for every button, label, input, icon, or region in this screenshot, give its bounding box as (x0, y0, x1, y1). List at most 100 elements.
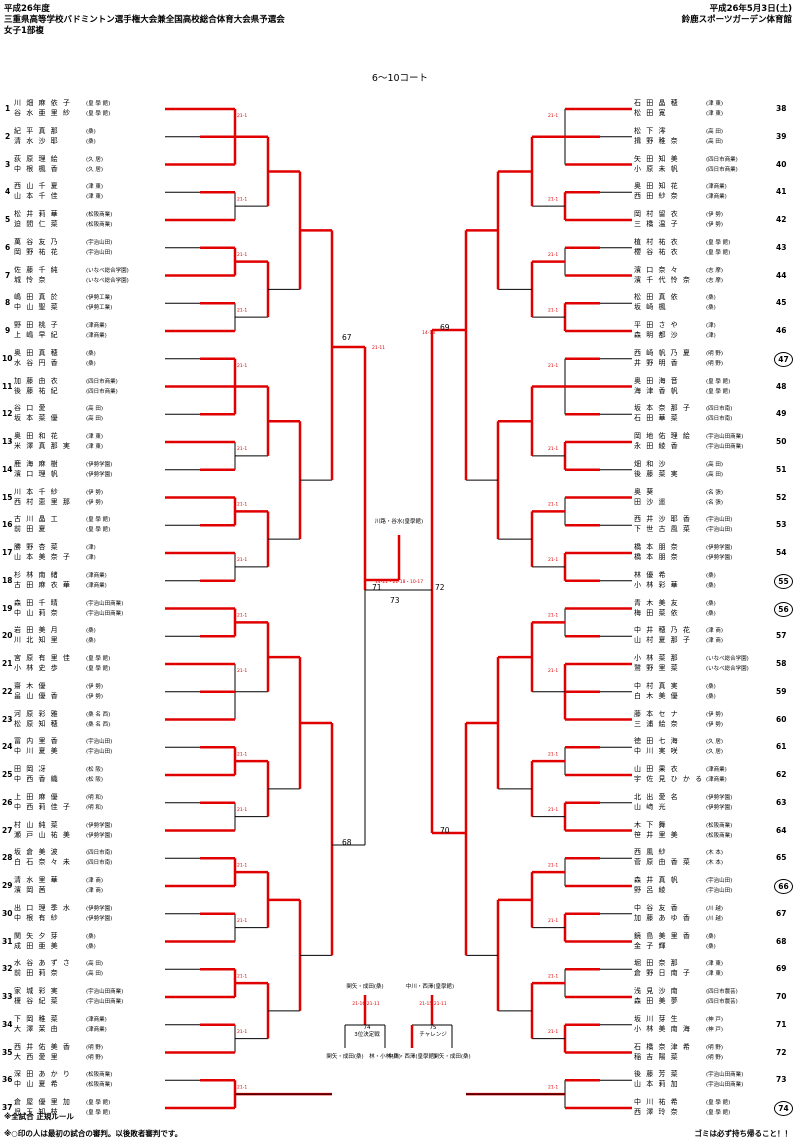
year-label: 平成26年度 (4, 4, 50, 14)
school-name: (桑) (86, 128, 96, 135)
school-name: (高 田) (706, 461, 724, 468)
school-name: (いなべ総合学園) (706, 666, 749, 672)
school-name: (高 田) (706, 471, 724, 478)
challenge-pair: 中川・西澤(皇學館) (406, 982, 454, 990)
player-name: 宮 原 有 里 佳 (14, 654, 72, 662)
player-name: 平 田 さ や (634, 321, 680, 329)
player-name: 西 崎 帆 乃 夏 (634, 348, 692, 357)
match-score: 21-1 (548, 918, 558, 924)
player-name: 杉 林 南 緒 (14, 570, 60, 579)
player-name: 森 田 千 晴 (14, 598, 60, 607)
entry-number: 43 (776, 242, 787, 252)
third-place-bottom-left: 関矢・成田(桑) (326, 1052, 363, 1060)
third-place-pair: 関矢・成田(桑) (346, 982, 383, 990)
player-name: 松 田 寛 (634, 109, 667, 117)
player-name: 倉 野 日 南 子 (634, 969, 692, 978)
entry-number: 48 (776, 381, 787, 391)
match-number: 70 (440, 826, 450, 835)
player-name: 坂 本 奈 那 子 (634, 404, 692, 413)
match-score: 21-1 (548, 196, 558, 202)
player-name: 山 本 千 佳 (14, 192, 60, 201)
match-score: 21-1 (548, 363, 558, 369)
school-name: (津商業) (706, 767, 727, 773)
school-name: (明 野) (706, 1054, 724, 1061)
player-name: 中 川 夏 美 (14, 747, 60, 756)
player-name: 白 木 美 優 (634, 691, 680, 700)
school-name: (皇 學 館) (706, 388, 731, 395)
entry-number: 58 (776, 659, 787, 668)
entry-number: 57 (776, 631, 787, 641)
player-name: 植 村 祐 衣 (634, 237, 680, 246)
player-name: 勝 野 杏 菜 (14, 543, 60, 551)
player-name: 小 林 彩 華 (634, 580, 680, 589)
school-name: (高 田) (706, 128, 724, 135)
player-name: 迫 間 仁 菜 (14, 220, 60, 228)
player-name: 木 下 舞 (634, 820, 667, 829)
player-name: 奥 葵 (634, 487, 655, 496)
school-name: (伊勢工業) (86, 295, 113, 302)
entry-number: 53 (776, 520, 787, 530)
school-name: (明 和) (86, 794, 104, 801)
player-name: 梅 田 菜 依 (634, 608, 680, 617)
match-score: 21-1 (548, 613, 558, 619)
player-name: 石 田 華 菜 (634, 414, 680, 423)
event-title: 三重県高等学校バドミントン選手権大会兼全国高校総合体育大会県予選会 (4, 15, 285, 25)
player-name: 中 山 莉 奈 (14, 608, 60, 617)
school-name: (宇治山田) (86, 249, 113, 256)
player-name: 北 出 愛 名 (634, 792, 680, 801)
player-name: 倉 屋 優 里 加 (14, 1098, 72, 1106)
school-name: (伊 勢) (86, 693, 104, 700)
school-name: (伊 勢) (706, 212, 724, 218)
player-name: 川 本 千 紗 (14, 487, 60, 496)
challenge-match-label: チャレンジ (419, 1031, 447, 1038)
player-name: 後 藤 芳 菜 (634, 1070, 680, 1079)
school-name: (伊 勢) (86, 499, 104, 506)
referee-circle-number: 47 (774, 351, 793, 367)
school-name: (桑) (86, 628, 96, 635)
school-name: (明 野) (706, 350, 724, 357)
match-score: 21-1 (237, 807, 247, 813)
player-name: 小 林 史 歩 (14, 664, 60, 672)
player-name: 橋 本 朋 奈 (634, 543, 680, 551)
player-name: 西 田 紗 奈 (634, 192, 680, 201)
entry-number: 21 (2, 659, 13, 668)
entry-number: 25 (2, 770, 13, 779)
school-name: (久 居) (86, 166, 104, 173)
school-name: (宇治山田) (86, 739, 113, 746)
player-name: 城 怜 奈 (14, 275, 47, 284)
school-name: (津商業) (86, 333, 107, 339)
entry-number: 33 (2, 992, 13, 1001)
school-name: (宇治山田) (86, 239, 113, 246)
third-place-score: 21-16 21-11 (352, 1001, 380, 1007)
player-name: 濱 岡 茜 (14, 886, 47, 894)
school-name: (高 田) (86, 406, 104, 413)
school-name: (伊勢学園) (706, 545, 733, 551)
school-name: (宇治山田商業) (86, 999, 124, 1005)
school-name: (いなべ総合学園) (86, 267, 129, 274)
school-name: (宇治山田) (706, 878, 733, 884)
school-name: (松阪商業) (86, 1072, 113, 1079)
school-name: (桑) (706, 600, 716, 607)
school-name: (桑 名 西) (86, 711, 111, 718)
school-name: (津 東) (86, 194, 104, 201)
school-name: (津) (706, 333, 716, 339)
player-name: 浅 見 沙 南 (634, 987, 680, 995)
entry-number: 23 (2, 714, 13, 724)
player-name: 白 石 奈 々 未 (14, 858, 72, 867)
player-name: 谷 口 愛 (14, 404, 47, 413)
